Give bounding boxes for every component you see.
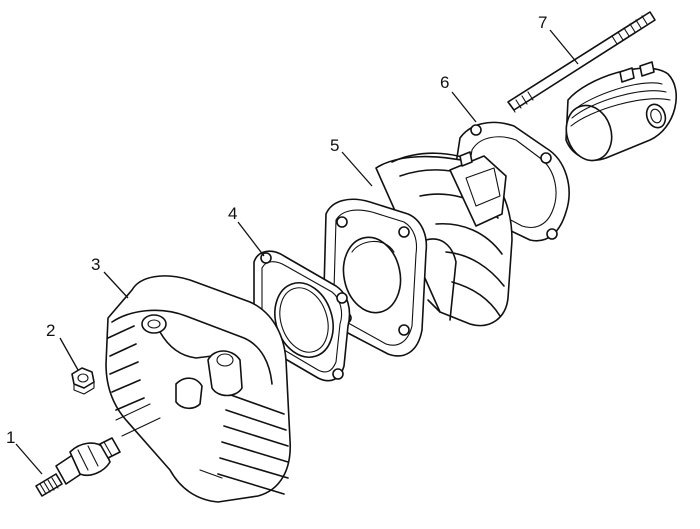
- leader-line-2: [59, 337, 79, 371]
- callout-2: 2: [46, 321, 55, 340]
- cylinder-icon: [323, 151, 513, 357]
- piston-icon: [565, 61, 677, 162]
- leader-lines: [15, 29, 579, 475]
- spark-plug-icon: [35, 437, 121, 497]
- leader-line-6: [451, 91, 477, 123]
- leader-line-7: [549, 29, 579, 65]
- callout-6: 6: [440, 73, 449, 92]
- callout-labels: 1 2 3 4 5 6 7: [6, 13, 547, 447]
- callout-5: 5: [330, 136, 339, 155]
- callout-3: 3: [91, 255, 100, 274]
- callout-7: 7: [538, 13, 547, 32]
- leader-line-3: [103, 271, 129, 299]
- callout-4: 4: [228, 204, 237, 223]
- cylinder-head-icon: [105, 275, 291, 503]
- stud-icon: [507, 11, 656, 113]
- leader-line-5: [341, 151, 373, 187]
- nut-icon: [71, 367, 95, 395]
- leader-line-4: [237, 221, 265, 257]
- callout-1: 1: [6, 428, 15, 447]
- leader-line-1: [15, 443, 43, 475]
